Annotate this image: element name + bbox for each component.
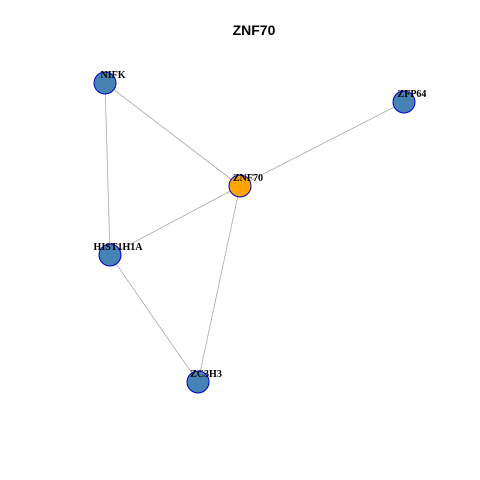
edge-zfp64-znf70: [239, 101, 405, 187]
node-label-znf70: ZNF70: [233, 173, 263, 184]
node-hist1h1a[interactable]: [98, 243, 122, 267]
node-label-nifk: NIFK: [101, 70, 126, 81]
edge-nifk-znf70: [104, 82, 241, 187]
node-zfp64[interactable]: [392, 90, 416, 114]
node-layer: [93, 71, 416, 394]
edge-znf70-zc3h3: [197, 185, 241, 383]
node-znf70[interactable]: [228, 174, 252, 198]
edge-nifk-hist1h1a: [104, 82, 111, 256]
node-label-zfp64: ZFP64: [398, 89, 427, 100]
edge-znf70-hist1h1a: [109, 185, 241, 256]
node-label-zc3h3: ZC3H3: [190, 369, 222, 380]
graph-title: ZNF70: [233, 22, 276, 38]
edge-hist1h1a-zc3h3: [109, 254, 199, 383]
node-zc3h3[interactable]: [186, 370, 210, 394]
node-nifk[interactable]: [93, 71, 117, 95]
node-label-hist1h1a: HIST1H1A: [94, 242, 144, 253]
edge-layer: [104, 82, 405, 383]
